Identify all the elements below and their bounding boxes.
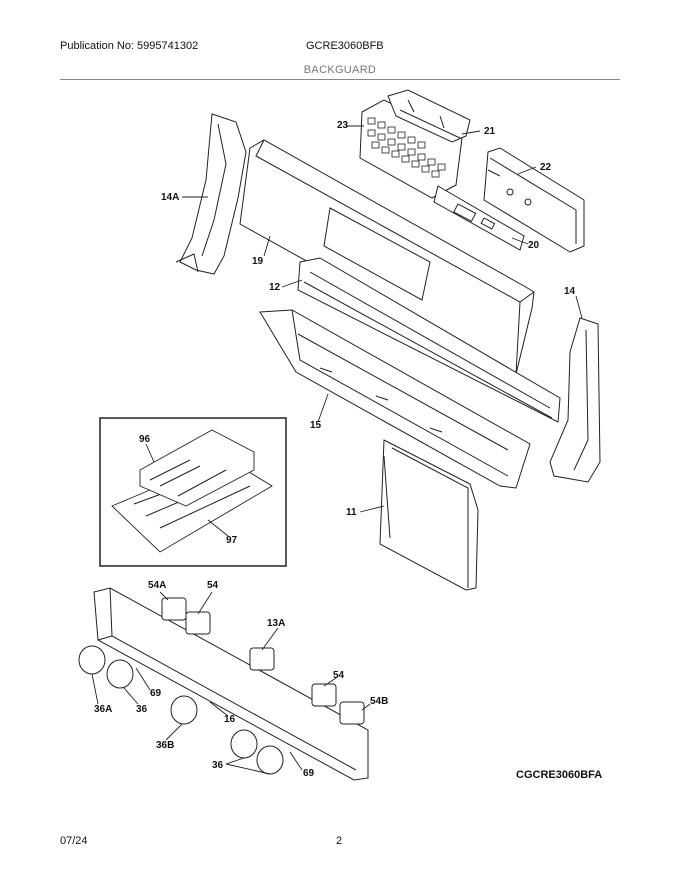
part-label-69-upper: 69 — [150, 688, 162, 699]
part-label-14A: 14A — [161, 192, 180, 203]
part-label-22: 22 — [540, 162, 552, 173]
knobs — [78, 645, 284, 775]
part-12-vent — [297, 257, 561, 423]
part-23-keypad-overlay — [359, 99, 463, 199]
part-15-backguard-frame — [259, 309, 531, 489]
part-label-54-lower: 54 — [333, 670, 345, 681]
part-label-16: 16 — [224, 714, 236, 725]
part-label-11: 11 — [346, 507, 357, 518]
header-divider — [60, 79, 620, 80]
leader-lines — [91, 125, 583, 775]
switches — [161, 597, 365, 725]
part-label-12: 12 — [269, 282, 281, 293]
model-number: GCRE3060BFB — [306, 40, 384, 52]
part-21-bracket — [387, 89, 471, 143]
part-label-13A: 13A — [267, 618, 286, 629]
part-label-20: 20 — [528, 240, 540, 251]
part-label-23: 23 — [337, 120, 349, 131]
part-label-54B: 54B — [370, 696, 389, 707]
part-label-36A: 36A — [94, 704, 113, 715]
part-label-36B: 36B — [156, 740, 175, 751]
part-16-control-panel — [93, 587, 369, 781]
page-number: 2 — [336, 835, 343, 847]
part-20-display-board — [433, 185, 525, 251]
part-14A-left-end-cap — [175, 113, 247, 275]
part-label-97: 97 — [226, 535, 238, 546]
footer-date: 07/24 — [60, 835, 88, 847]
part-label-21: 21 — [484, 126, 496, 137]
part-label-14: 14 — [564, 286, 576, 297]
part-label-36-lower: 36 — [212, 760, 224, 771]
part-label-36-upper: 36 — [136, 704, 148, 715]
part-label-15: 15 — [310, 420, 322, 431]
inset-box-96-97 — [99, 417, 287, 567]
part-label-54A: 54A — [148, 580, 167, 591]
part-11-rear-cover — [379, 439, 479, 591]
part-label-54-upper: 54 — [207, 580, 219, 591]
part-14-right-end-cap — [549, 317, 601, 483]
section-title: BACKGUARD — [303, 64, 377, 76]
part-label-19: 19 — [252, 256, 264, 267]
publication-number: Publication No: 5995741302 — [60, 40, 199, 52]
part-label-96: 96 — [139, 434, 151, 445]
diagram-reference-code: CGCRE3060BFA — [516, 769, 603, 781]
part-label-69-lower: 69 — [303, 768, 315, 779]
part-22-board-housing — [483, 147, 585, 253]
